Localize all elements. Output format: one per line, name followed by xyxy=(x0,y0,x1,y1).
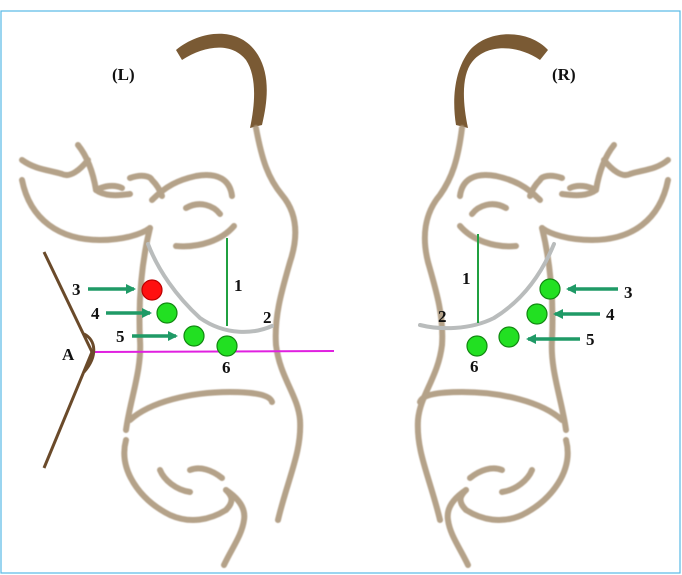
right-label-3: 3 xyxy=(624,283,633,302)
left-hair xyxy=(176,33,267,128)
angle-line-upper xyxy=(42,251,94,353)
left-point-5-dot xyxy=(183,325,205,347)
right-point-5-dot xyxy=(498,326,520,348)
left-point-6-dot xyxy=(216,335,238,357)
right-body-figure xyxy=(414,34,671,568)
right-label-1: 1 xyxy=(462,269,471,288)
left-body-figure xyxy=(19,33,335,568)
left-point-3-dot xyxy=(141,279,163,301)
right-point-4-dot xyxy=(526,303,548,325)
angle-arc xyxy=(82,332,96,373)
right-label-4: 4 xyxy=(606,305,615,324)
right-rib-curve xyxy=(418,242,556,331)
left-label-1: 1 xyxy=(234,276,243,295)
right-hair xyxy=(454,34,548,128)
right-point-3-dot xyxy=(539,278,561,300)
left-reference-line xyxy=(91,350,335,353)
angle-label: A xyxy=(62,345,75,364)
left-point-4-dot xyxy=(156,302,178,324)
right-label-6: 6 xyxy=(470,357,479,376)
left-label-4: 4 xyxy=(91,304,100,323)
left-label-3: 3 xyxy=(72,280,81,299)
right-label-2: 2 xyxy=(438,307,447,326)
left-rib-curve xyxy=(146,242,274,334)
right-side-label: (R) xyxy=(552,65,576,84)
left-label-5: 5 xyxy=(116,327,125,346)
left-label-2: 2 xyxy=(263,308,272,327)
right-label-5: 5 xyxy=(586,330,595,349)
left-side-label: (L) xyxy=(112,65,135,84)
left-label-6: 6 xyxy=(222,358,231,377)
right-point-6-dot xyxy=(466,335,488,357)
figure-border xyxy=(0,10,681,574)
